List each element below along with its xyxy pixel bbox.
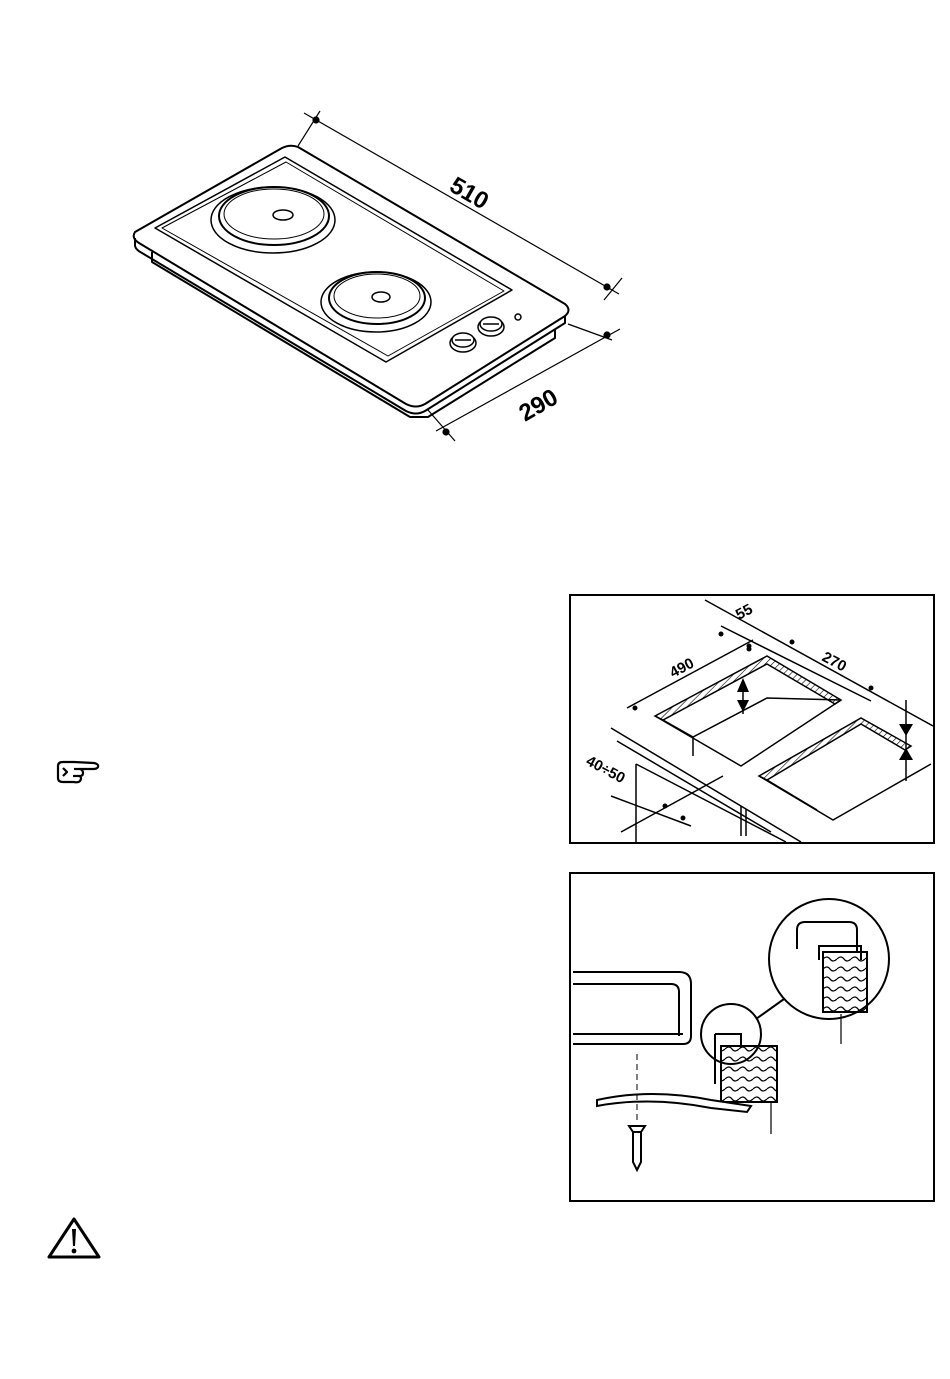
cutout-diagram: 55 270 490 40÷50 — [571, 596, 933, 842]
hob-isometric-diagram: 510 290 — [0, 0, 950, 480]
dimension-width-label: 290 — [515, 384, 563, 427]
fixing-bracket-diagram — [571, 874, 933, 1200]
cut-width-label: 270 — [819, 649, 849, 676]
front-margin-label: 40÷50 — [583, 753, 628, 788]
warning-triangle-icon — [46, 1216, 102, 1260]
cut-length-label: 490 — [667, 655, 697, 682]
worktop-section — [721, 1046, 777, 1102]
cutout-diagram-panel: 55 270 490 40÷50 — [569, 594, 935, 844]
indicator-light — [515, 314, 521, 320]
fixing-screw — [633, 1132, 641, 1170]
cutout-right — [759, 718, 911, 780]
fixing-bracket-panel — [569, 872, 935, 1202]
dimension-length-label: 510 — [445, 172, 493, 215]
pointing-hand-icon — [54, 758, 102, 786]
rear-margin-label: 55 — [733, 601, 756, 624]
